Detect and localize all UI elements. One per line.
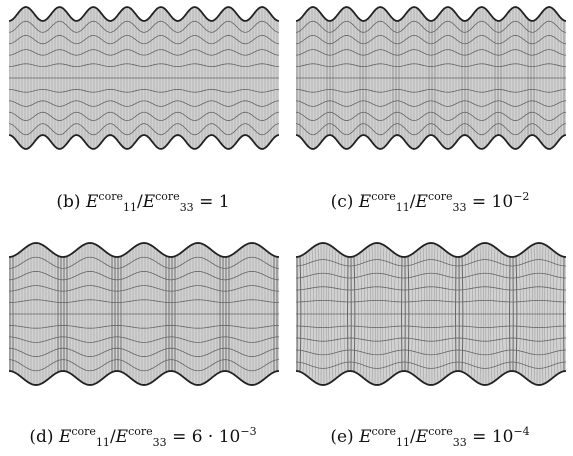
caption-superscript: core [371,190,396,203]
caption-superscript: core [155,190,180,203]
caption-symbol: E [415,192,428,212]
caption-exponent: −3 [240,425,257,438]
mesh-layer-lines [9,256,279,372]
caption-subscript: 33 [152,436,167,449]
caption-d: (d) Ecore11/Ecore33 = 6 · 10−3 [0,425,286,449]
caption-value: = 6 · 10 [172,427,241,447]
caption-superscript: core [128,425,153,438]
caption-subscript: 33 [179,201,194,214]
caption-b: (b) Ecore11/Ecore33 = 1 [0,190,286,214]
caption-symbol: E [115,427,129,447]
mesh-layer-lines [296,20,566,136]
caption-symbol: E [58,427,72,447]
caption-subscript: 11 [122,201,137,214]
bottom-face-sheet [9,134,279,150]
caption-exponent: −4 [513,425,530,438]
caption-symbol: E [85,192,99,212]
top-face-sheet [9,242,279,258]
caption-symbol: E [359,427,372,447]
caption-slash: / [109,427,116,447]
mesh-panel-b [9,2,279,152]
mesh-panel-c [296,2,566,152]
mesh-layer-lines [9,20,279,136]
mesh-panel-e [296,238,566,388]
caption-superscript: core [71,425,96,438]
top-face-sheet [296,242,566,258]
caption-label: (c) [330,192,354,212]
mesh-figure-e [296,242,566,386]
caption-slash: / [410,427,416,447]
caption-symbol: E [142,192,156,212]
caption-superscript: core [427,190,453,203]
caption-slash: / [136,192,143,212]
caption-superscript: core [98,190,123,203]
mesh-figure-b [9,6,279,150]
caption-c: (c) Ecore11/Ecore33 = 10−2 [287,190,573,214]
mesh-figure-c [296,6,566,150]
caption-subscript: 33 [452,436,467,449]
caption-subscript: 11 [395,201,410,214]
caption-symbol: E [415,427,429,447]
mesh-panel-d [9,238,279,388]
bottom-face-sheet [296,134,566,150]
bottom-face-sheet [9,370,279,386]
caption-symbol: E [358,192,372,212]
caption-subscript: 11 [95,436,110,449]
caption-value: = 10 [472,427,514,447]
caption-exponent: −2 [513,190,530,203]
caption-label: (d) [29,427,54,447]
top-face-sheet [9,6,279,22]
caption-superscript: core [428,425,453,438]
caption-label: (e) [330,427,354,447]
mesh-figure-d [9,242,279,386]
mesh-layer-lines [296,259,566,369]
caption-subscript: 33 [452,201,467,214]
caption-value: = 1 [199,192,230,212]
caption-superscript: core [371,425,397,438]
caption-label: (b) [56,192,81,212]
caption-subscript: 11 [396,436,411,449]
caption-value: = 10 [471,192,514,212]
caption-e: (e) Ecore11/Ecore33 = 10−4 [287,425,573,449]
top-face-sheet [296,6,566,22]
bottom-face-sheet [296,370,566,386]
caption-slash: / [409,192,416,212]
